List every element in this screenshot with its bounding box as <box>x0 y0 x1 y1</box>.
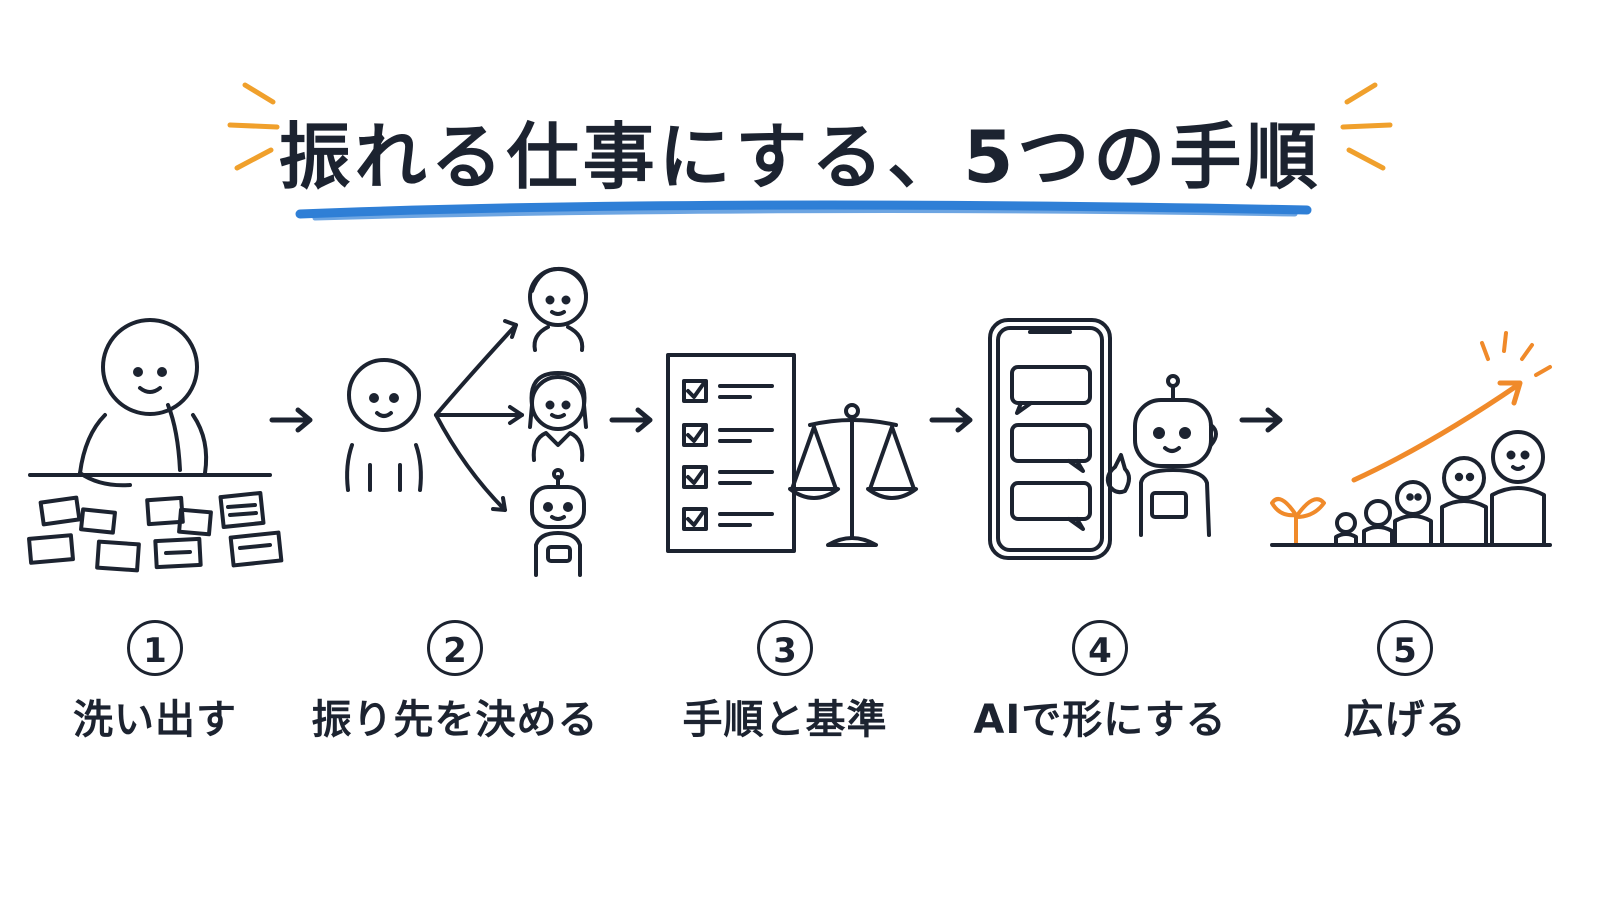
page-title: 振れる仕事にする、5つの手順 <box>278 115 1322 199</box>
step-2-number: 2 <box>427 620 483 676</box>
title-area: 振れる仕事にする、5つの手順 <box>0 80 1600 240</box>
step-3-label: 手順と基準 <box>682 697 888 743</box>
left-burst-icon <box>227 82 280 171</box>
step-5-number: 5 <box>1377 620 1433 676</box>
growth-sprout-and-people-icon <box>1270 331 1552 547</box>
title-underline <box>295 200 1312 221</box>
step-3-number: 3 <box>757 620 813 676</box>
checklist-and-scales-icon <box>666 353 918 553</box>
right-burst-icon <box>1340 82 1393 171</box>
step-5-label: 広げる <box>1343 697 1467 743</box>
arrow-right-icon <box>929 407 973 433</box>
step-1-number: 1 <box>127 620 183 676</box>
step-4-number: 4 <box>1072 620 1128 676</box>
step-1-label: 洗い出す <box>73 697 237 743</box>
arrow-right-icon <box>1239 407 1283 433</box>
step-4-label: AIで形にする <box>973 697 1227 743</box>
step-1: 1 洗い出す <box>0 255 310 755</box>
step-2: 2 振り先を決める <box>300 255 610 755</box>
person-branching-icon <box>345 266 588 577</box>
step-5: 5 広げる <box>1250 255 1560 755</box>
arrow-right-icon <box>609 407 653 433</box>
arrow-right-icon <box>269 407 313 433</box>
step-4: 4 AIで形にする <box>945 255 1255 755</box>
phone-chat-with-robot-icon <box>988 318 1218 560</box>
person-sorting-cards-icon <box>27 318 284 573</box>
step-3: 3 手順と基準 <box>630 255 940 755</box>
step-2-label: 振り先を決める <box>311 697 599 743</box>
